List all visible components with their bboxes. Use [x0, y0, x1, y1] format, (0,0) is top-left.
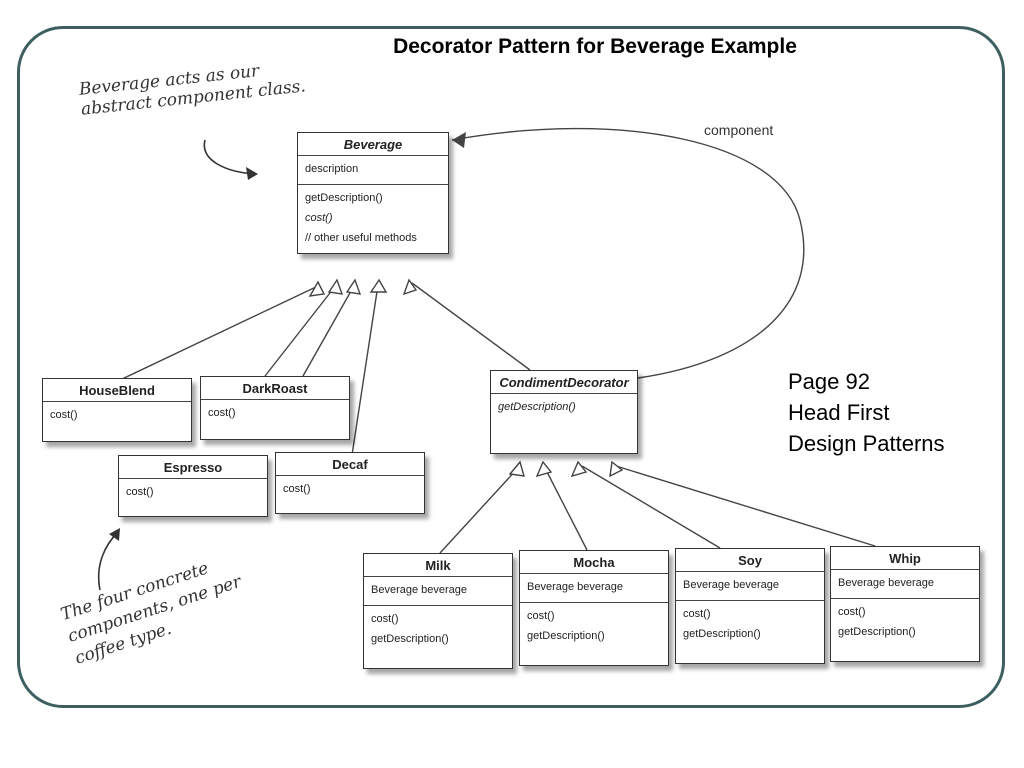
method: // other useful methods	[305, 232, 417, 244]
method: cost()	[683, 608, 711, 620]
class-whip: Whip Beverage beverage cost() getDescrip…	[830, 546, 980, 662]
method: cost()	[50, 409, 78, 421]
condiment-inherit-line	[411, 282, 531, 371]
method: getDescription()	[371, 633, 449, 645]
methods: cost() getDescription()	[364, 605, 512, 654]
component-association-arc	[451, 127, 805, 379]
method: cost()	[527, 610, 555, 622]
method: getDescription()	[838, 626, 916, 638]
mocha-inherit-line	[544, 467, 588, 551]
houseblend-inherit-line	[119, 285, 319, 381]
darkroast-inherit-line-2	[302, 283, 356, 377]
class-decaf: Decaf cost()	[275, 452, 425, 514]
methods: cost()	[119, 479, 267, 507]
source-note-line: Design Patterns	[788, 431, 945, 456]
method: cost()	[126, 486, 154, 498]
source-note-line: Head First	[788, 400, 890, 425]
class-name: Soy	[676, 549, 824, 572]
methods: cost() getDescription()	[831, 598, 979, 647]
class-soy: Soy Beverage beverage cost() getDescript…	[675, 548, 825, 664]
milk-inherit-line	[439, 467, 519, 554]
method: getDescription()	[527, 630, 605, 642]
method: cost()	[283, 483, 311, 495]
method: getDescription()	[683, 628, 761, 640]
methods: cost()	[276, 476, 424, 504]
attributes: description	[298, 156, 448, 184]
method: cost()	[208, 407, 236, 419]
class-name: Espresso	[119, 456, 267, 479]
attribute: Beverage beverage	[371, 584, 468, 596]
class-name: DarkRoast	[201, 377, 349, 400]
class-condimentdecorator: CondimentDecorator getDescription()	[490, 370, 638, 454]
attribute: Beverage beverage	[838, 577, 935, 589]
darkroast-arrowhead-2	[345, 278, 362, 295]
method: cost()	[305, 212, 333, 224]
condiment-arrowhead	[402, 278, 418, 296]
whip-inherit-line	[615, 465, 876, 547]
methods: cost()	[201, 400, 349, 428]
houseblend-arrowhead	[308, 280, 326, 297]
espresso-inherit-line	[351, 284, 379, 456]
class-espresso: Espresso cost()	[118, 455, 268, 517]
soy-inherit-line	[581, 465, 721, 549]
method: cost()	[838, 606, 866, 618]
mocha-arrowhead	[535, 460, 553, 478]
espresso-arrowhead	[369, 278, 388, 293]
slide-frame	[17, 26, 1005, 708]
attributes: Beverage beverage	[520, 574, 668, 602]
component-label: component	[704, 122, 774, 138]
class-mocha: Mocha Beverage beverage cost() getDescri…	[519, 550, 669, 666]
whip-arrowhead	[609, 460, 624, 478]
source-note-line: Page 92	[788, 369, 870, 394]
class-milk: Milk Beverage beverage cost() getDescrip…	[363, 553, 513, 669]
attribute: Beverage beverage	[527, 581, 624, 593]
darkroast-arrowhead-1	[327, 278, 344, 295]
attribute: description	[305, 163, 359, 175]
class-name: HouseBlend	[43, 379, 191, 402]
class-name: Beverage	[298, 133, 448, 156]
class-name: Mocha	[520, 551, 668, 574]
methods: getDescription() cost() // other useful …	[298, 184, 448, 253]
milk-arrowhead	[508, 460, 525, 477]
methods: getDescription()	[491, 394, 637, 422]
class-houseblend: HouseBlend cost()	[42, 378, 192, 442]
darkroast-inherit-line-1	[264, 283, 338, 377]
annotation-arrow-bottom	[97, 531, 119, 591]
class-darkroast: DarkRoast cost()	[200, 376, 350, 440]
class-name: Decaf	[276, 453, 424, 476]
attributes: Beverage beverage	[831, 570, 979, 598]
component-arrowhead	[452, 132, 466, 148]
class-beverage: Beverage description getDescription() co…	[297, 132, 449, 254]
attributes: Beverage beverage	[364, 577, 512, 605]
class-name: CondimentDecorator	[491, 371, 637, 394]
attributes: Beverage beverage	[676, 572, 824, 600]
method: getDescription()	[498, 401, 576, 413]
class-name: Milk	[364, 554, 512, 577]
method: cost()	[371, 613, 399, 625]
soy-arrowhead	[570, 460, 588, 478]
source-note: Page 92 Head First Design Patterns	[788, 366, 945, 459]
attribute: Beverage beverage	[683, 579, 780, 591]
methods: cost() getDescription()	[676, 600, 824, 649]
class-name: Whip	[831, 547, 979, 570]
methods: cost()	[43, 402, 191, 430]
method: getDescription()	[305, 192, 383, 204]
methods: cost() getDescription()	[520, 602, 668, 651]
slide-title: Decorator Pattern for Beverage Example	[393, 35, 797, 58]
annotation-arrow-top	[203, 139, 256, 175]
